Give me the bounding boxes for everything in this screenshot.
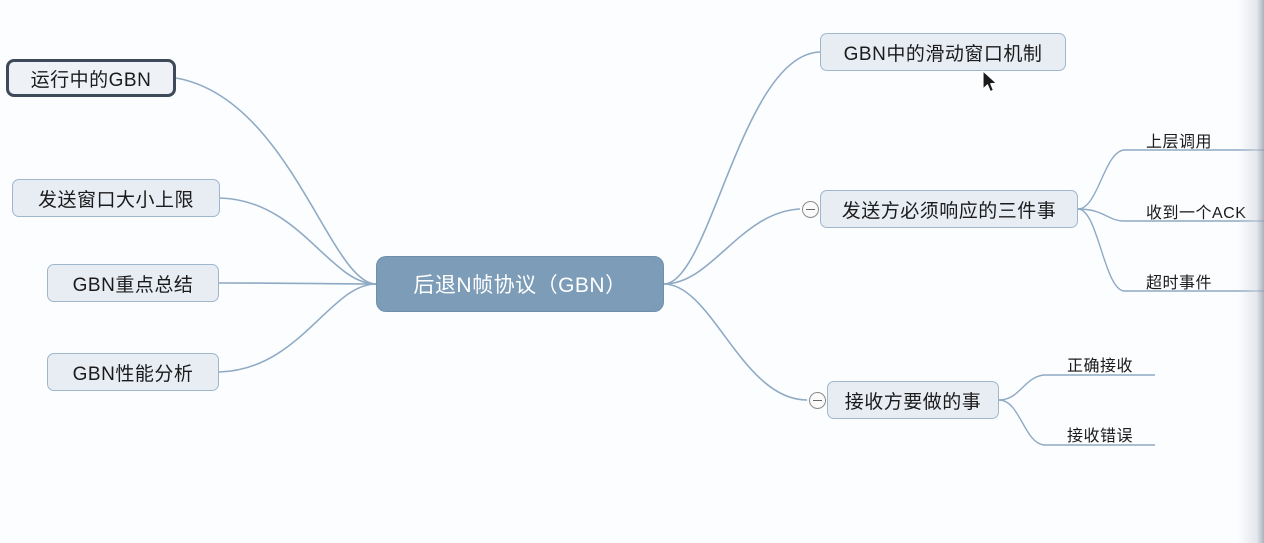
- leaf-node-shangcengdiaoyong[interactable]: 上层调用: [1146, 128, 1212, 152]
- leaf-node-label: 收到一个ACK: [1146, 205, 1247, 222]
- branch-node-label: 发送窗口大小上限: [37, 189, 194, 211]
- edge-sender-to-超时事件: [1077, 208, 1264, 292]
- edge-sender-to-上层调用: [1077, 149, 1264, 210]
- root-node[interactable]: 后退N帧协议（GBN）: [376, 256, 664, 312]
- branch-node-gbnzhongdehuadongchuangkoujizhi[interactable]: GBN中的滑动窗口机制: [820, 33, 1066, 71]
- edge-root-to-接收方要做的事: [663, 283, 808, 401]
- edge-receiver-to-接收错误: [998, 399, 1155, 446]
- branch-node-gbnxingnengfenxi[interactable]: GBN性能分析: [47, 353, 219, 391]
- leaf-node-label: 接收错误: [1067, 428, 1134, 445]
- branch-node-jieshoufangyaozuodeshi[interactable]: 接收方要做的事: [827, 381, 999, 419]
- branch-node-label: GBN重点总结: [72, 274, 194, 296]
- leaf-node-label: 超时事件: [1146, 275, 1213, 292]
- edge-root-to-GBN重点总结: [218, 282, 377, 285]
- leaf-node-chaoshishijian[interactable]: 超时事件: [1146, 269, 1212, 293]
- edge-root-to-发送方必须响应的三件事: [663, 208, 801, 285]
- minus-circle-icon-sender[interactable]: [802, 201, 819, 218]
- branch-node-yunxingzhongdegbn[interactable]: 运行中的GBN: [6, 59, 176, 97]
- branch-node-gbnzhongdianzongjie[interactable]: GBN重点总结: [47, 264, 219, 302]
- edge-root-to-GBN中的滑动窗口机制: [663, 51, 821, 285]
- branch-node-label: GBN中的滑动窗口机制: [843, 43, 1043, 65]
- leaf-node-jieshoucuowu[interactable]: 接收错误: [1067, 422, 1133, 446]
- branch-node-fasongchuangkoudaxiaoshangxian[interactable]: 发送窗口大小上限: [12, 179, 220, 217]
- leaf-node-label: 正确接收: [1067, 358, 1134, 375]
- branch-node-label: 发送方必须响应的三件事: [841, 200, 1057, 222]
- branch-node-fasongfangbixuxiangyingdesanjianshi[interactable]: 发送方必须响应的三件事: [820, 190, 1078, 228]
- edge-sender-to-收到一个ACK: [1077, 208, 1264, 222]
- edge-root-to-GBN性能分析: [218, 283, 377, 373]
- minus-circle-icon-receiver[interactable]: [809, 392, 826, 409]
- root-node-label: 后退N帧协议（GBN）: [413, 274, 627, 297]
- leaf-node-zhengqueieshou[interactable]: 正确接收: [1067, 352, 1133, 376]
- edge-receiver-to-正确接收: [998, 374, 1155, 401]
- branch-node-label: 接收方要做的事: [844, 391, 982, 413]
- edge-root-to-运行中的GBN: [175, 77, 377, 285]
- branch-node-label: 运行中的GBN: [30, 69, 152, 91]
- leaf-node-shoudaoyigeack[interactable]: 收到一个ACK: [1146, 199, 1246, 223]
- leaf-node-label: 上层调用: [1146, 134, 1213, 151]
- branch-node-label: GBN性能分析: [72, 363, 194, 385]
- edge-root-to-发送窗口大小上限: [219, 197, 377, 285]
